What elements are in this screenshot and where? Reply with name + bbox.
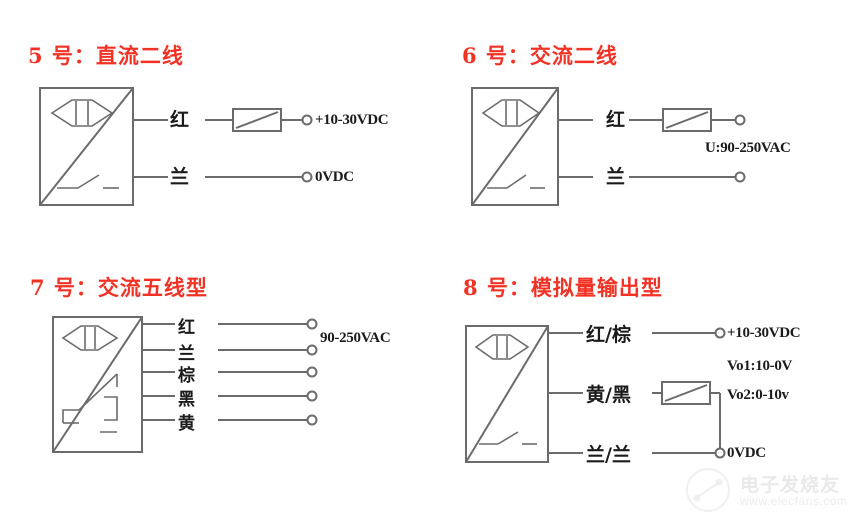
- panel-7-wire-label-2: 棕: [178, 366, 195, 386]
- sensor-diagonal: [52, 316, 143, 453]
- switch-contact-symbol: [57, 174, 119, 189]
- panel-7-schematic: [52, 316, 318, 453]
- sensor-diagonal: [39, 87, 134, 206]
- panel-7-supply-note: 90-250VAC: [320, 330, 391, 346]
- switch-contact-symbol: [487, 174, 545, 189]
- panel-5-terminal-label-1: 0VDC: [315, 169, 354, 185]
- terminal-node-3: [714, 447, 726, 459]
- panel-8-schematic: [465, 325, 726, 463]
- panel-8-wire-label-1: 黄/黑: [586, 384, 631, 406]
- terminal-node-1: [734, 114, 746, 126]
- circuit-node-icon: [686, 468, 730, 512]
- lens-symbol: [481, 99, 541, 127]
- panel-7-wire-label-3: 黑: [178, 390, 195, 410]
- panel-7-wire-label-1: 兰: [178, 344, 195, 364]
- panel-7-wire-label-0: 红: [178, 318, 195, 338]
- load-symbol-1: [232, 108, 282, 132]
- sensor-body-rect: [52, 316, 143, 453]
- panel-6-title: 6 号：交流二线: [462, 43, 618, 68]
- terminal-node-1: [714, 327, 726, 339]
- watermark-brand: 电子发烧友: [740, 474, 841, 496]
- relay-contact-symbol: [62, 373, 118, 433]
- panel-8-output-note-1: Vo2:0-10v: [727, 387, 789, 403]
- panel-8-terminal-label-2: 0VDC: [727, 445, 766, 461]
- terminal-node-2: [301, 171, 313, 183]
- panel-6-schematic: [471, 87, 746, 206]
- panel-8-wire-label-2: 兰/兰: [586, 444, 631, 466]
- sensor-diagonal: [465, 325, 549, 463]
- load-symbol-1: [662, 108, 712, 132]
- terminal-node-4: [306, 390, 318, 402]
- sensor-body-rect: [471, 87, 559, 206]
- terminal-node-2: [734, 171, 746, 183]
- panel-5-wire-label-0: 红: [170, 109, 190, 131]
- panel-6-wire-label-1: 兰: [606, 166, 626, 188]
- load-symbol-2: [661, 381, 711, 405]
- panel-8-output-note-0: Vo1:10-0V: [727, 358, 793, 374]
- sensor-diagonal: [471, 87, 559, 206]
- watermark-url: www.elecfans.com: [740, 494, 848, 508]
- panel-6-supply-note: U:90-250VAC: [705, 140, 791, 156]
- terminal-node-2: [306, 344, 318, 356]
- panel-6-wire-label-0: 红: [606, 109, 626, 131]
- lens-symbol: [61, 325, 119, 351]
- terminal-node-1: [306, 318, 318, 330]
- sensor-body-rect: [39, 87, 134, 206]
- terminal-node-1: [301, 114, 313, 126]
- switch-contact-symbol: [479, 431, 537, 445]
- panel-5-wire-label-1: 兰: [170, 166, 190, 188]
- panel-5-schematic: [39, 87, 313, 206]
- watermark: 电子发烧友 www.elecfans.com: [682, 466, 847, 518]
- panel-8-wire-label-0: 红/棕: [586, 324, 631, 346]
- panel-8-title: 8 号：模拟量输出型: [463, 275, 663, 300]
- panel-5-title: 5 号：直流二线: [28, 43, 184, 68]
- panel-5-terminal-label-0: +10-30VDC: [315, 112, 389, 128]
- panel-8-terminal-label-0: +10-30VDC: [727, 325, 801, 341]
- panel-7-title: 7 号：交流五线型: [30, 275, 208, 300]
- terminal-node-3: [306, 366, 318, 378]
- panel-7-wire-label-4: 黄: [178, 414, 195, 434]
- lens-symbol: [474, 334, 530, 360]
- lens-symbol: [50, 99, 114, 127]
- terminal-node-5: [306, 414, 318, 426]
